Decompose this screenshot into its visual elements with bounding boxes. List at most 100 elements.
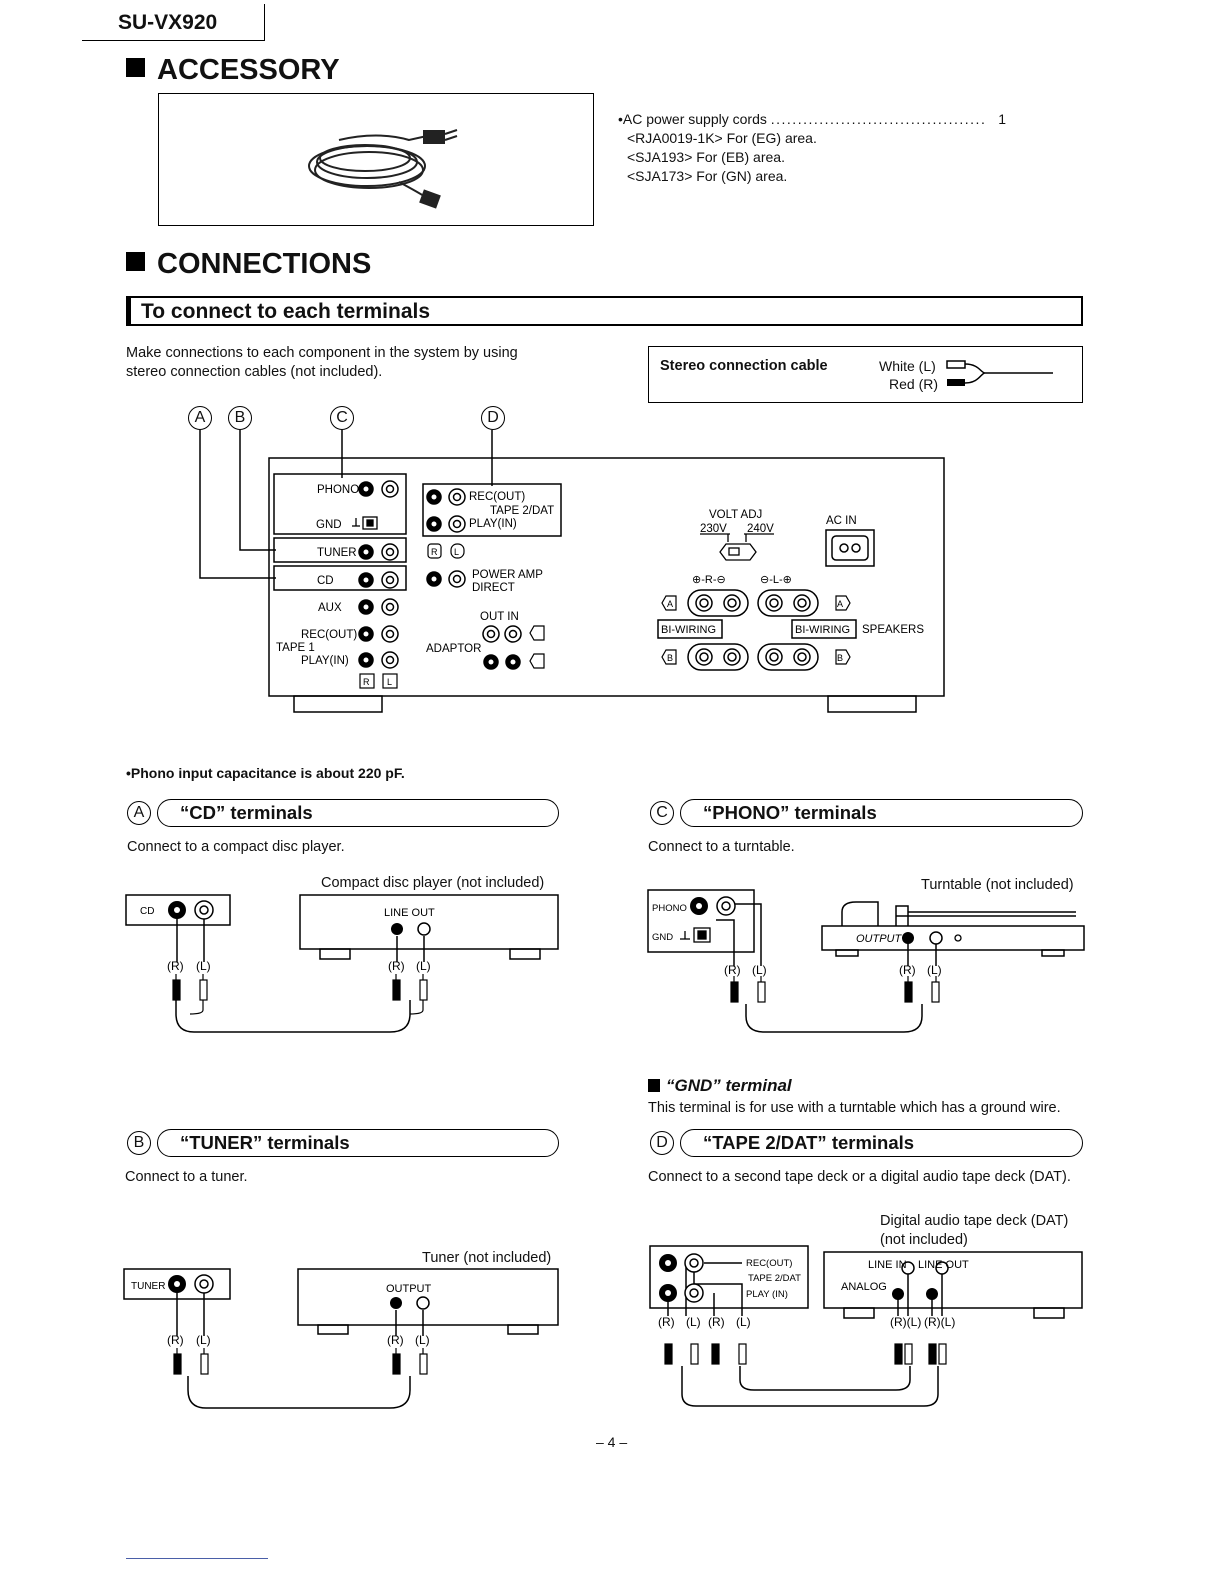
panel-tape1-label: TAPE 1 <box>276 642 315 654</box>
tape-device-label: Digital audio tape deck (DAT) (not inclu… <box>880 1213 1069 1248</box>
phono-r-label: (R) <box>724 963 741 977</box>
connect-bar-heading: To connect to each terminals <box>126 296 1083 326</box>
marker-b: B <box>228 406 252 430</box>
cd-l-label: (L) <box>196 959 211 973</box>
panel-aux-label: AUX <box>318 602 342 614</box>
cable-white-label: White (L) <box>879 358 936 374</box>
tape-l-label-1: (L) <box>686 1315 701 1329</box>
panel-biwiring-left: BI-WIRING <box>661 624 716 636</box>
tape-marker: D <box>650 1131 674 1155</box>
tuner-r-label: (R) <box>167 1333 184 1347</box>
tape-tape2-label: TAPE 2/DAT <box>748 1273 801 1284</box>
panel-r-label-2: R <box>363 677 370 687</box>
rear-panel-diagram: PHONO GND TUNER CD AUX REC(OUT) TAPE 1 P… <box>199 430 945 713</box>
cd-marker: A <box>127 801 151 825</box>
tuner-dev-l-label: (L) <box>415 1333 430 1347</box>
cd-section-title: “CD” terminals <box>157 799 559 827</box>
panel-240v-label: 240V <box>747 523 774 535</box>
panel-spk-a-left: A <box>667 599 673 609</box>
tape-linein-label: LINE IN <box>868 1259 907 1271</box>
tape-playin-label: PLAY (IN) <box>746 1289 788 1300</box>
panel-cd-label: CD <box>317 575 334 587</box>
tape-lineout-label: LINE OUT <box>918 1259 969 1271</box>
model-name: SU-VX920 <box>118 11 218 34</box>
accessory-image-box <box>158 93 594 226</box>
cd-device-label: Compact disc player (not included) <box>321 875 545 891</box>
marker-c: C <box>330 406 354 430</box>
panel-tape2-label: TAPE 2/DAT <box>490 505 554 517</box>
panel-polarity-l: ⊖-L-⊕ <box>760 574 792 586</box>
tuner-marker: B <box>127 1131 151 1155</box>
panel-recout-label: REC(OUT) <box>301 629 357 641</box>
accessory-item: •AC power supply cords .................… <box>618 111 1007 127</box>
accessory-line: <RJA0019-1K> For (EG) area. <box>627 130 817 146</box>
panel-spk-b-left: B <box>667 653 673 663</box>
panel-tuner-label: TUNER <box>317 547 357 559</box>
tape-r-label-1: (R) <box>658 1315 675 1329</box>
panel-playin2-label: PLAY(IN) <box>469 518 517 530</box>
panel-spk-a-right: A <box>837 599 843 609</box>
tape-dev-rl-label-1: (R)(L) <box>890 1315 921 1329</box>
panel-direct-label: DIRECT <box>472 582 515 594</box>
phono-capacitance-note: •Phono input capacitance is about 220 pF… <box>126 765 405 781</box>
square-bullet-icon <box>126 252 145 271</box>
panel-230v-label: 230V <box>700 523 727 535</box>
panel-recout2-label: REC(OUT) <box>469 491 525 503</box>
phono-connection-diagram: PHONO GND OUTPUT (R) (L) (R) (L) <box>647 889 1085 1033</box>
footer-rule <box>126 1558 268 1559</box>
panel-acin-label: AC IN <box>826 515 857 527</box>
tape-connection-diagram: REC(OUT) TAPE 2/DAT PLAY (IN) LINE IN LI… <box>649 1245 1083 1407</box>
phono-dev-l-label: (L) <box>927 963 942 977</box>
connections-intro: Make connections to each component in th… <box>126 345 518 380</box>
tape-l-label-2: (L) <box>736 1315 751 1329</box>
tape-r-label-2: (R) <box>708 1315 725 1329</box>
cd-dev-r-label: (R) <box>388 959 405 973</box>
cable-legend-box: Stereo connection cable White (L) Red (R… <box>648 346 1083 403</box>
cd-device-jack-label: LINE OUT <box>384 907 435 919</box>
gnd-heading: “GND” terminal <box>648 1076 792 1096</box>
page-number: – 4 – <box>596 1434 628 1450</box>
accessory-line: <SJA173> For (GN) area. <box>627 168 788 184</box>
gnd-desc: This terminal is for use with a turntabl… <box>648 1100 1061 1116</box>
cd-jack-label: CD <box>140 906 154 917</box>
tape-section-title: “TAPE 2/DAT” terminals <box>680 1129 1083 1157</box>
panel-gnd-label: GND <box>316 519 342 531</box>
accessory-line: <SJA193> For (EB) area. <box>627 149 785 165</box>
phono-gnd-label: GND <box>652 932 673 943</box>
tuner-jack-label: TUNER <box>131 1281 165 1292</box>
square-bullet-icon <box>648 1079 660 1092</box>
tuner-l-label: (L) <box>196 1333 211 1347</box>
square-bullet-icon <box>126 58 145 77</box>
stereo-cable-icon <box>946 360 1053 386</box>
accessory-heading: ACCESSORY <box>126 54 340 87</box>
tape-dev-rl-label-2: (R)(L) <box>924 1315 955 1329</box>
phono-output-label: OUTPUT <box>856 933 903 945</box>
cable-red-label: Red (R) <box>889 376 939 392</box>
panel-l-label-2: L <box>387 677 392 687</box>
panel-biwiring-right: BI-WIRING <box>795 624 850 636</box>
panel-phono-label: PHONO <box>317 484 359 496</box>
panel-adaptor-label: ADAPTOR <box>426 643 481 655</box>
phono-marker: C <box>650 801 674 825</box>
panel-poweramp-label: POWER AMP <box>472 569 543 581</box>
tuner-desc: Connect to a tuner. <box>125 1169 248 1185</box>
cd-r-label: (R) <box>167 959 184 973</box>
cd-connection-diagram: CD LINE OUT (R) (L) (R) (L) <box>125 894 559 1033</box>
tape-analog-label: ANALOG <box>841 1281 887 1293</box>
tuner-dev-r-label: (R) <box>387 1333 404 1347</box>
cd-dev-l-label: (L) <box>416 959 431 973</box>
marker-d: D <box>481 406 505 430</box>
panel-polarity-r: ⊕-R-⊖ <box>692 574 726 586</box>
panel-voltadj-label: VOLT ADJ <box>709 509 762 521</box>
marker-a: A <box>188 406 212 430</box>
power-cord-icon <box>308 129 458 209</box>
tuner-connection-diagram: TUNER OUTPUT (R) (L) (R) (L) <box>123 1268 559 1409</box>
tuner-section-title: “TUNER” terminals <box>157 1129 559 1157</box>
tape-desc: Connect to a second tape deck or a digit… <box>648 1169 1071 1185</box>
tape-recout-label: REC(OUT) <box>746 1258 792 1269</box>
panel-playin-label: PLAY(IN) <box>301 655 349 667</box>
tuner-device-label: Tuner (not included) <box>422 1250 552 1266</box>
cable-legend-label: Stereo connection cable <box>660 358 828 374</box>
panel-l-label: L <box>454 547 459 557</box>
phono-desc: Connect to a turntable. <box>648 839 795 855</box>
